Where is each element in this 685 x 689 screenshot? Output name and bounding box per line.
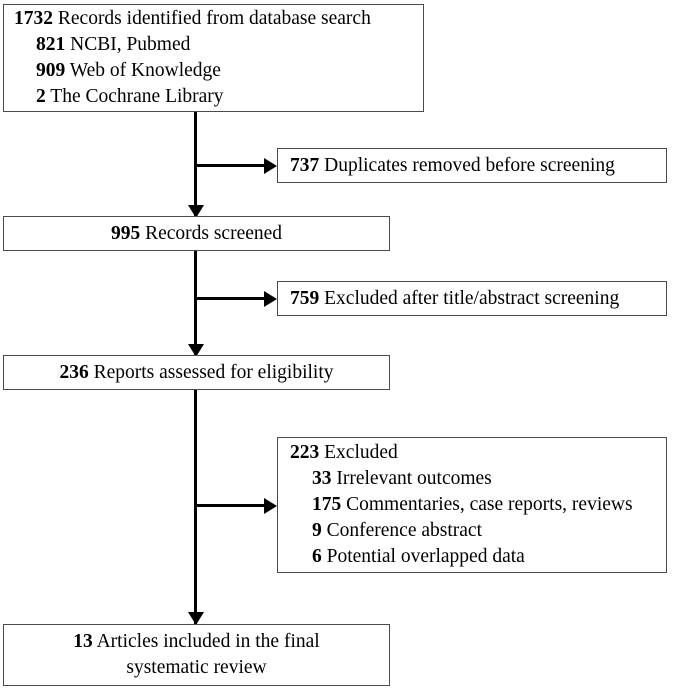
connector-branch-to-duplicates — [194, 164, 266, 167]
count-value: 6 — [312, 546, 322, 567]
flow-line: 737 Duplicates removed before screening — [278, 153, 666, 179]
count-value: 33 — [312, 468, 332, 489]
count-value: 175 — [312, 494, 342, 515]
flow-line: 175 Commentaries, case reports, reviews — [290, 492, 666, 518]
arrowhead-to-assessed — [187, 344, 204, 357]
flow-line: 909 Web of Knowledge — [14, 58, 423, 84]
count-value: 236 — [59, 361, 89, 383]
flow-line: 33 Irrelevant outcomes — [290, 466, 666, 492]
flow-line: 13 Articles included in the final — [4, 629, 389, 655]
count-label: Duplicates removed before screening — [324, 154, 615, 176]
flow-line: 995 Records screened — [4, 221, 389, 247]
box-records-screened: 995 Records screened — [3, 216, 390, 251]
arrowhead-to-included — [187, 612, 204, 625]
count-label: NCBI, Pubmed — [70, 34, 191, 55]
count-label: Articles included in the final — [96, 631, 320, 652]
count-label: Excluded — [324, 442, 398, 463]
flow-line: 9 Conference abstract — [290, 518, 666, 544]
count-value: 737 — [290, 154, 320, 176]
count-value: 759 — [290, 287, 320, 309]
count-value: 909 — [36, 60, 66, 81]
connector-branch-to-excluded-screening — [194, 297, 266, 300]
count-value: 9 — [312, 520, 322, 541]
count-value: 2 — [36, 86, 46, 107]
box-excluded-after-screening-lines: 759 Excluded after title/abstract screen… — [278, 286, 666, 312]
count-value: 995 — [110, 222, 141, 244]
flow-line: 236 Reports assessed for eligibility — [4, 360, 389, 386]
box-duplicates-removed-lines: 737 Duplicates removed before screening — [278, 153, 666, 179]
box-records-screened-lines: 995 Records screened — [4, 221, 389, 247]
flow-line: 821 NCBI, Pubmed — [14, 32, 423, 58]
count-label: Reports assessed for eligibility — [93, 361, 334, 383]
connector-assessed-to-included — [194, 390, 197, 624]
arrowhead-to-duplicates — [264, 157, 277, 174]
box-articles-included-lines: 13 Articles included in the final system… — [4, 629, 389, 681]
arrowhead-to-screened — [187, 205, 204, 218]
box-reports-assessed: 236 Reports assessed for eligibility — [3, 355, 390, 390]
count-label: Web of Knowledge — [69, 60, 221, 81]
count-label: Excluded after title/abstract screening — [324, 287, 620, 309]
count-label: Irrelevant outcomes — [336, 468, 492, 489]
box-excluded-after-eligibility-lines: 223 Excluded 33 Irrelevant outcomes 175 … — [290, 440, 666, 570]
connector-screened-to-assessed — [194, 251, 197, 355]
flow-line: 223 Excluded — [290, 440, 666, 466]
count-value: 1732 — [14, 8, 53, 29]
box-excluded-after-eligibility: 223 Excluded 33 Irrelevant outcomes 175 … — [277, 437, 667, 573]
arrowhead-to-excluded-eligibility — [264, 497, 277, 514]
box-reports-assessed-lines: 236 Reports assessed for eligibility — [4, 360, 389, 386]
flow-line: 759 Excluded after title/abstract screen… — [278, 286, 666, 312]
box-records-identified-lines: 1732 Records identified from database se… — [14, 6, 423, 110]
count-label: The Cochrane Library — [50, 86, 224, 107]
box-articles-included: 13 Articles included in the final system… — [3, 624, 390, 686]
connector-branch-to-excluded-eligibility — [194, 504, 266, 507]
count-value: 13 — [73, 631, 93, 652]
count-label: Records screened — [145, 222, 283, 244]
flow-line: 2 The Cochrane Library — [14, 84, 423, 110]
arrowhead-to-excluded-screening — [264, 290, 277, 307]
count-label: Records identified from database search — [57, 8, 371, 29]
count-label: Conference abstract — [326, 520, 482, 541]
count-label: Commentaries, case reports, reviews — [346, 494, 633, 515]
count-label: Potential overlapped data — [326, 546, 525, 567]
count-value: 223 — [290, 442, 320, 463]
box-excluded-after-screening: 759 Excluded after title/abstract screen… — [277, 281, 667, 316]
flow-line: 1732 Records identified from database se… — [14, 6, 423, 32]
count-value: 821 — [36, 34, 66, 55]
box-records-identified: 1732 Records identified from database se… — [3, 4, 424, 112]
count-label: systematic review — [126, 657, 267, 678]
box-duplicates-removed: 737 Duplicates removed before screening — [277, 148, 667, 183]
flow-line: 6 Potential overlapped data — [290, 544, 666, 570]
flow-line: systematic review — [4, 655, 389, 681]
